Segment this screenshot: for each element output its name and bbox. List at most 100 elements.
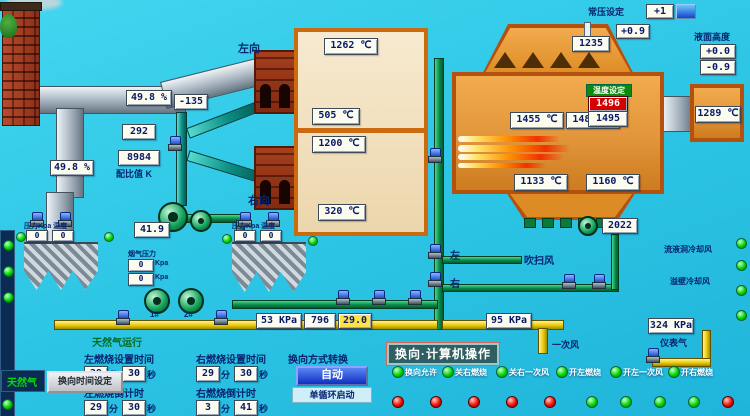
- status-indicator: [468, 396, 480, 408]
- right-count-sec: 41: [234, 400, 258, 416]
- status-indicator: [16, 232, 26, 242]
- min-unit: 分: [221, 404, 231, 414]
- valve[interactable]: [646, 348, 660, 363]
- valve[interactable]: [168, 136, 182, 151]
- left-status-indicator: [3, 292, 14, 303]
- right-set-sec[interactable]: 30: [234, 366, 258, 382]
- gas-button-panel: [1, 370, 45, 392]
- valve[interactable]: [372, 290, 386, 305]
- pressure-set-value[interactable]: +1: [646, 4, 674, 19]
- status-indicator: [430, 396, 442, 408]
- duct-flow-readout: 49.8 %: [50, 160, 94, 176]
- pressure-set-button[interactable]: [676, 4, 696, 19]
- reversal-main-pipe: [434, 58, 444, 330]
- fan2-label: 2#: [184, 310, 193, 319]
- status-label: 关右一次风: [509, 368, 549, 377]
- valve[interactable]: [214, 310, 228, 325]
- right-set-min[interactable]: 29: [196, 366, 220, 382]
- regenerator-divider: [294, 128, 428, 133]
- status-indicator: [654, 396, 666, 408]
- mix-readout: 41.9: [134, 222, 170, 238]
- flame: [458, 136, 560, 142]
- filter-b-header: 压力Kpa 温度: [232, 223, 276, 230]
- regen-temp-readout: 320 ℃: [318, 204, 366, 221]
- valve[interactable]: [238, 212, 252, 227]
- reversal-time-set-button[interactable]: 换向时间设定: [47, 371, 123, 393]
- tree-icon: [0, 14, 17, 38]
- level-hi-readout: +0.0: [700, 44, 736, 59]
- flow-readout: 49.8 %: [126, 90, 172, 106]
- left-status-indicator: [3, 266, 14, 277]
- flame: [458, 154, 564, 160]
- valve[interactable]: [592, 274, 606, 289]
- reversal-valve-left[interactable]: [428, 244, 442, 259]
- status-label: 开右燃烧: [681, 368, 713, 377]
- temp-setpoint-value[interactable]: 1496: [588, 96, 628, 112]
- filter-a-temp: 0: [52, 230, 74, 242]
- bag-filter: [24, 242, 98, 290]
- bag-filter: [232, 242, 306, 292]
- status-indicator: [556, 366, 568, 378]
- unit-label: Kpa: [155, 260, 169, 267]
- min-unit: 分: [221, 370, 231, 380]
- status-indicator: [668, 366, 680, 378]
- regenerator-ports-upper: [254, 50, 296, 114]
- valve[interactable]: [266, 212, 280, 227]
- gas-running-label: 天然气运行: [92, 338, 142, 349]
- regen-temp-readout: 1262 ℃: [324, 38, 378, 55]
- pressure-set-label: 常压设定: [588, 7, 625, 17]
- gas-main-pipe: [54, 320, 438, 330]
- outlet-temp-readout: 1289 ℃: [695, 106, 741, 123]
- valve[interactable]: [336, 290, 350, 305]
- flue-pressure-readout: 0: [128, 259, 154, 272]
- gas-booster-fan: [178, 288, 204, 314]
- status-indicator: [442, 366, 454, 378]
- outlet-connector: [662, 96, 694, 132]
- flue-pressure-readout: 0: [128, 273, 154, 286]
- gas-flow-readout: 29.0: [338, 313, 372, 329]
- gas-riser-pipe: [176, 112, 187, 206]
- cooling-air-label-1: 流液洞冷却风: [664, 245, 712, 254]
- fan-speed-readout: 8984: [118, 150, 160, 166]
- sec-unit: 秒: [259, 404, 269, 414]
- thermometer-icon: [584, 22, 591, 37]
- booster-fan-icon: [190, 210, 212, 232]
- left-set-time-label: 左燃烧设置时间: [84, 355, 154, 366]
- left-set-sec[interactable]: 30: [122, 366, 146, 382]
- temp-setpoint-label: 温度设定: [586, 84, 632, 97]
- flue-pressure-label: 烟气压力: [128, 251, 156, 258]
- auto-mode-button[interactable]: 自动: [296, 366, 368, 386]
- right-count-min: 3: [196, 400, 220, 416]
- left-countdown-label: 左燃烧倒计时: [84, 389, 144, 400]
- aux-readout: 2022: [602, 218, 638, 234]
- status-indicator: [736, 238, 747, 249]
- valve[interactable]: [116, 310, 130, 325]
- furnace-port: [560, 218, 572, 228]
- valve[interactable]: [428, 148, 442, 163]
- status-indicator: [544, 396, 556, 408]
- filter-a-pressure: 0: [26, 230, 48, 242]
- purge-air-pipe: [442, 256, 522, 264]
- regenerator-ports-lower: [254, 146, 296, 210]
- furnace-temp-readout: 1133 ℃: [514, 174, 568, 191]
- valve[interactable]: [58, 212, 72, 227]
- valve[interactable]: [30, 212, 44, 227]
- valve[interactable]: [408, 290, 422, 305]
- flue-duct-vertical: [56, 108, 84, 198]
- reversal-valve-right[interactable]: [428, 272, 442, 287]
- sec-unit: 秒: [259, 370, 269, 380]
- left-count-min: 29: [84, 400, 108, 416]
- status-indicator: [506, 396, 518, 408]
- gas-temp-readout: 796: [304, 313, 336, 329]
- filter-b-pressure: 0: [234, 230, 256, 242]
- gas-booster-fan: [144, 288, 170, 314]
- single-cycle-button[interactable]: 单循环启动: [292, 387, 372, 403]
- gas-button[interactable]: 天然气: [7, 378, 37, 389]
- status-indicator: [736, 260, 747, 271]
- ratio-label: 配比值 K: [116, 169, 153, 179]
- regen-temp-readout: 1200 ℃: [312, 136, 366, 153]
- valve[interactable]: [562, 274, 576, 289]
- page-title: 换向·计算机操作: [386, 342, 500, 366]
- status-indicator: [722, 396, 734, 408]
- filter-b-temp: 0: [260, 230, 282, 242]
